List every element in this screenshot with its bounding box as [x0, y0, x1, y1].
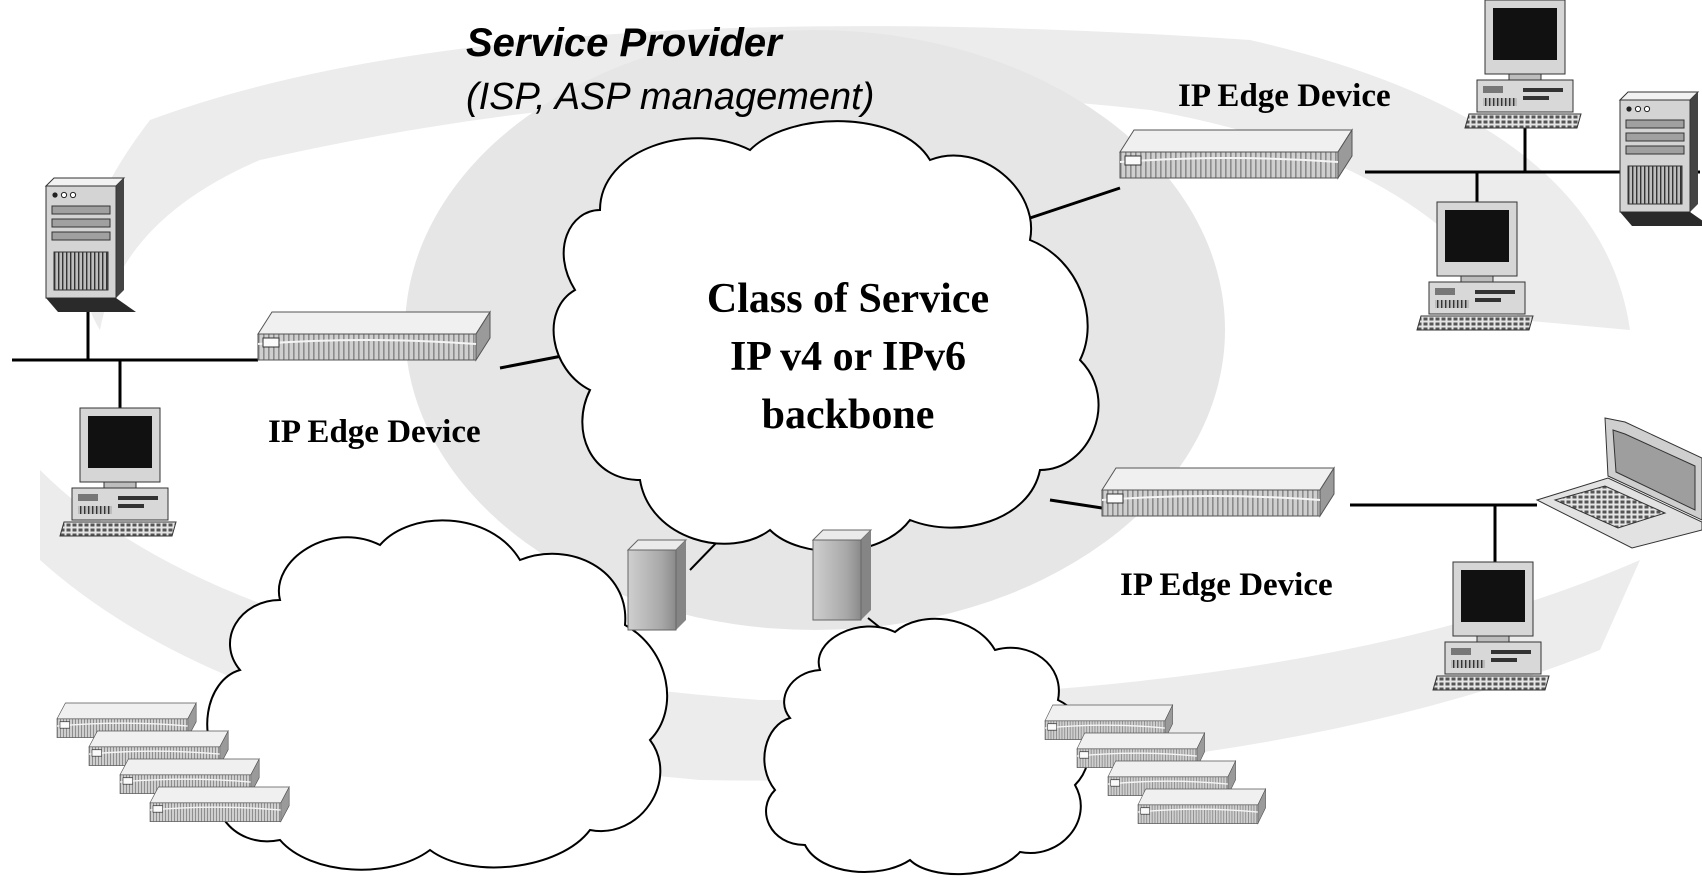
backbone-cloud-icon	[552, 120, 1100, 553]
backbone-label-line1: Class of Service	[707, 276, 989, 322]
edge-label-left: IP Edge Device	[268, 414, 481, 450]
workstation-top-right-icon	[1464, 0, 1582, 129]
server-tower-left-icon	[45, 177, 137, 313]
gateway-server-right-icon	[812, 529, 872, 621]
edge-router-left-icon	[257, 311, 491, 361]
backbone-label-line3: backbone	[762, 392, 935, 438]
workstation-left-icon	[59, 407, 177, 537]
edge-router-bottom-right-icon	[1101, 467, 1335, 517]
stack-router-icon	[1137, 788, 1267, 825]
title: Service Provider	[466, 21, 784, 65]
stack-router-icon	[149, 786, 290, 823]
edge-label-bottom-right: IP Edge Device	[1120, 567, 1333, 603]
backbone-label-line2: IP v4 or IPv6	[730, 334, 966, 380]
subtitle: (ISP, ASP management)	[466, 76, 874, 118]
edge-label-top-right: IP Edge Device	[1178, 78, 1391, 114]
server-tower-right-icon	[1619, 91, 1702, 227]
gateway-server-left-icon	[627, 539, 687, 631]
laptop-icon	[1535, 417, 1702, 549]
access-cloud-right-icon	[763, 617, 1091, 876]
edge-router-top-right-icon	[1119, 129, 1353, 179]
